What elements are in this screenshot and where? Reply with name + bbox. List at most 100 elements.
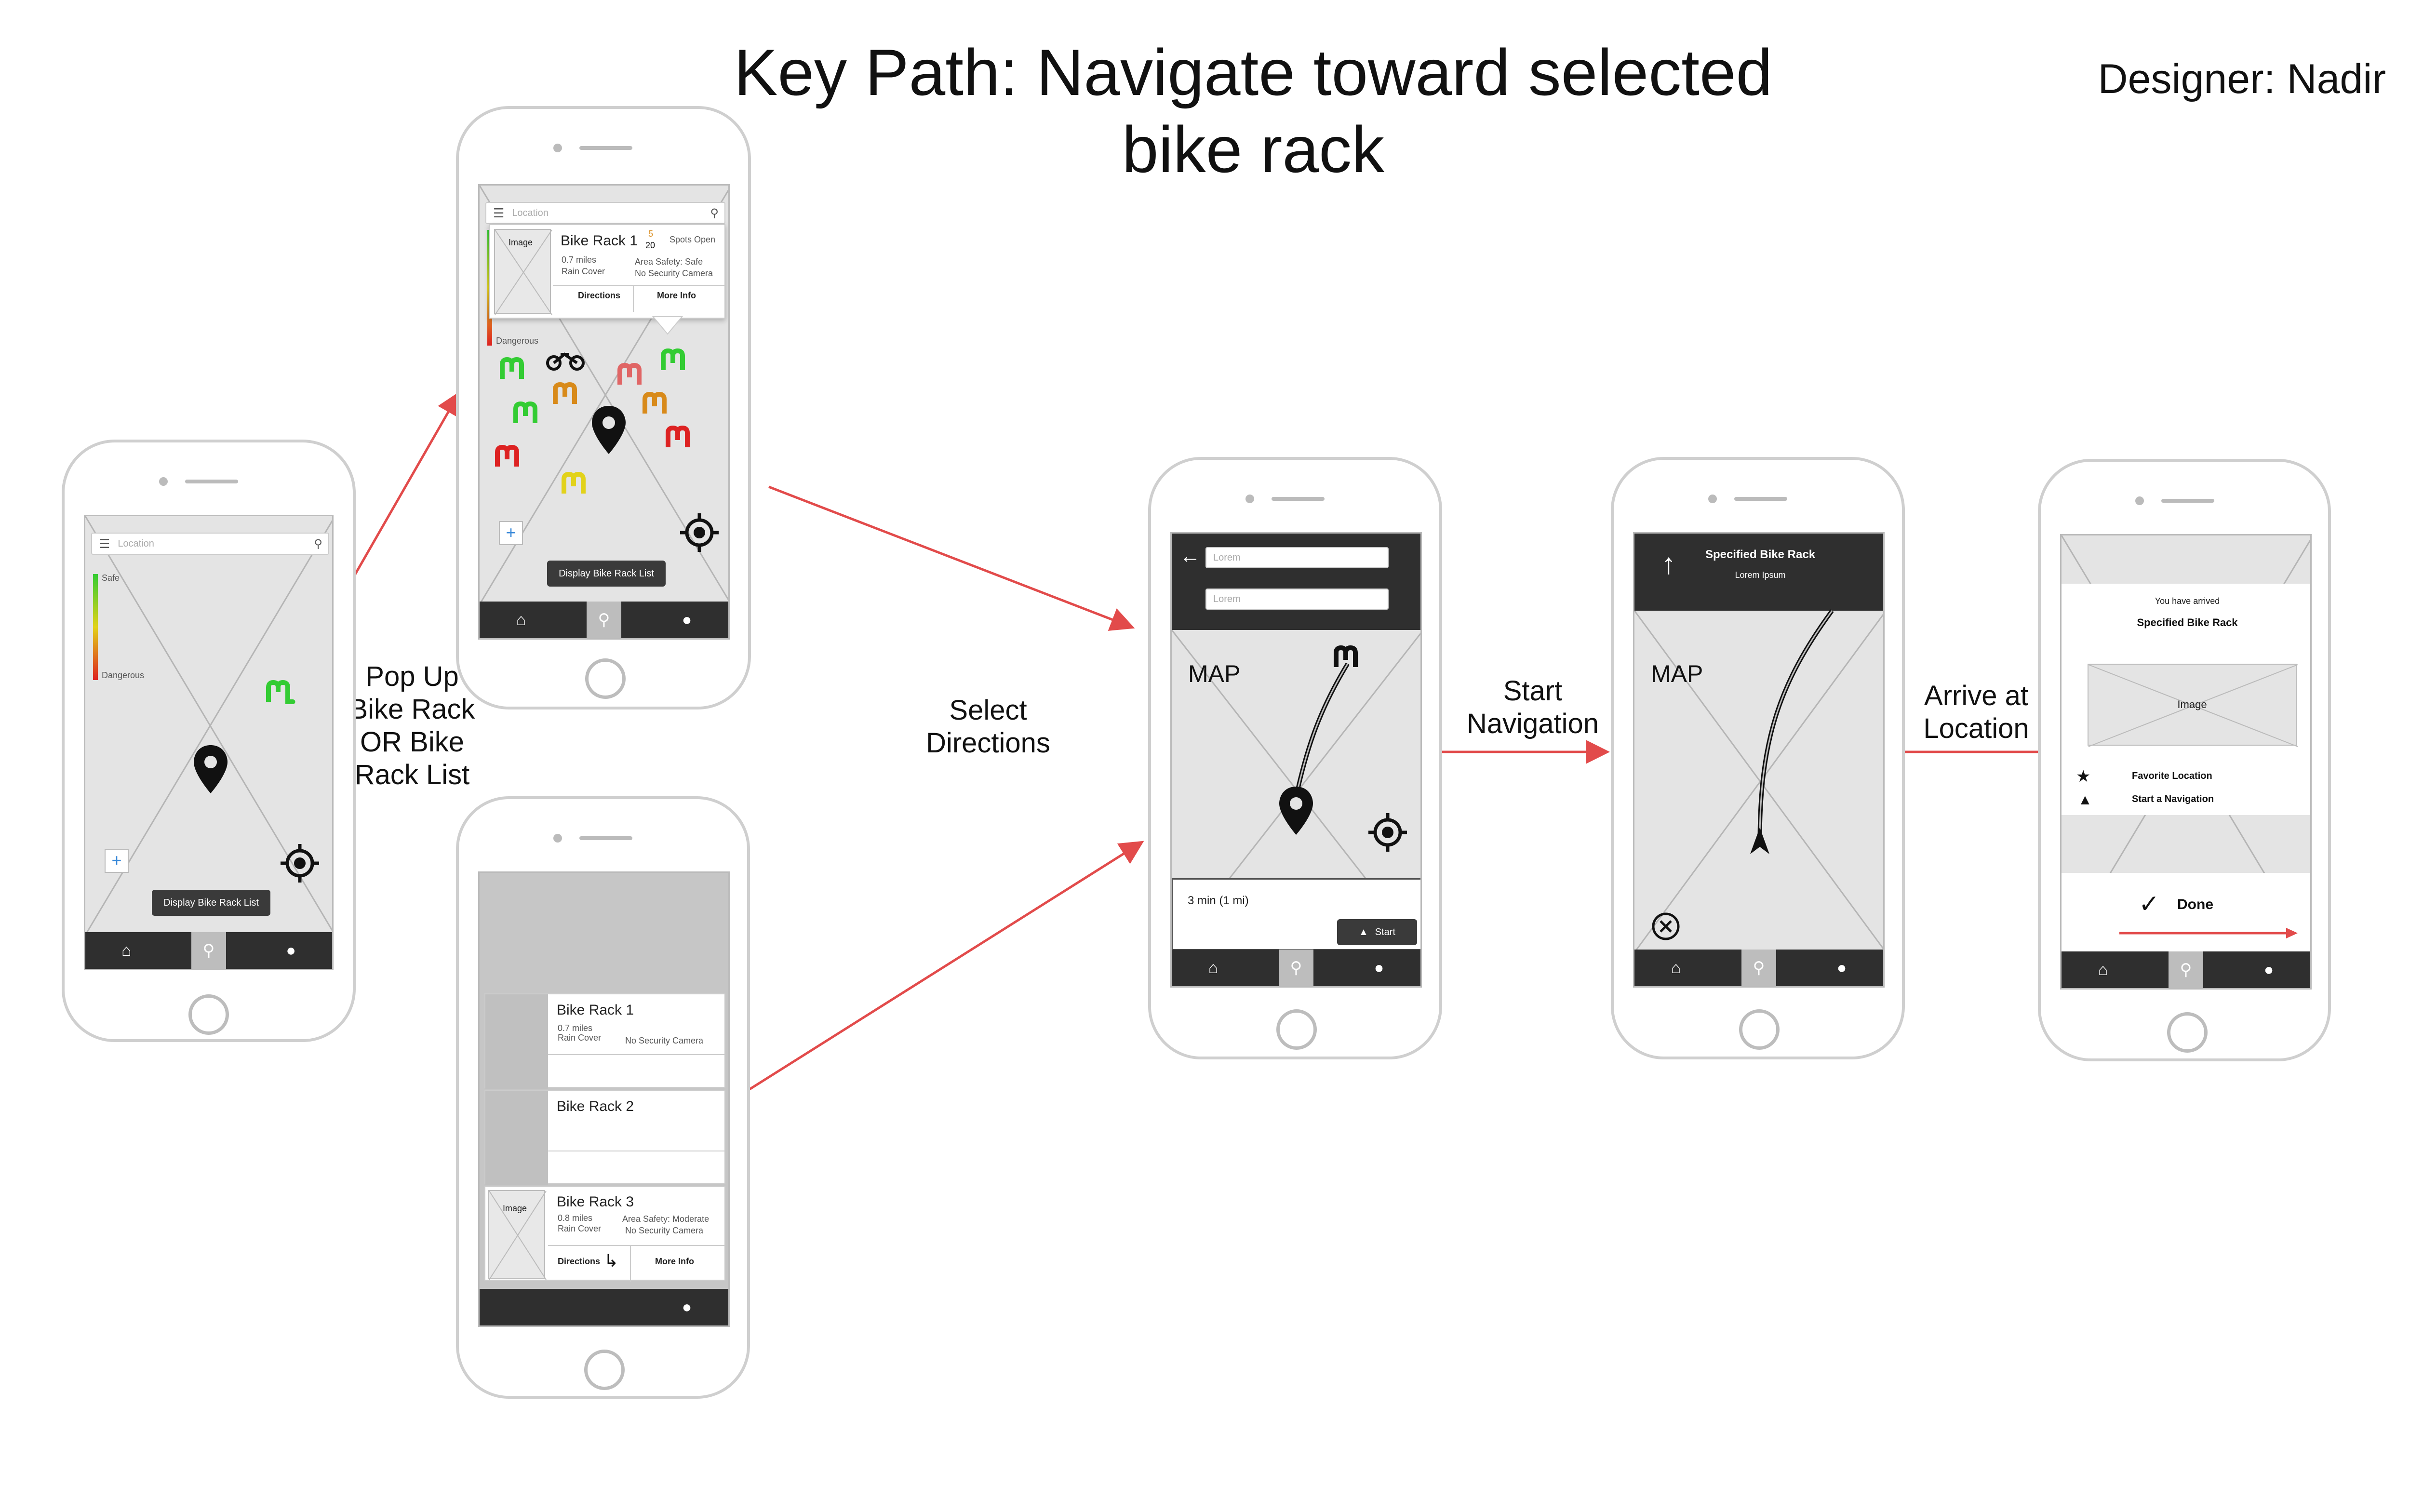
phone-home: ☰ Location ⚲ Safe Dangerous + Display Bi… (62, 440, 356, 1042)
profile-icon[interactable]: ● (1374, 958, 1384, 977)
locate-me-icon[interactable] (680, 513, 719, 552)
back-arrow-icon[interactable]: ← (1179, 544, 1201, 568)
arrived-rack-name: Specified Bike Rack (2137, 616, 2238, 629)
display-list-button[interactable]: Display Bike Rack List (152, 890, 270, 916)
zoom-in-button[interactable]: + (105, 849, 129, 873)
legend-safe: Safe (102, 573, 120, 583)
bike-rack-icon-orange[interactable] (643, 391, 671, 416)
rack-image: Image (494, 229, 552, 315)
direction-up-arrow-icon: ↑ (1661, 548, 1676, 580)
search-icon[interactable]: ⚲ (314, 537, 322, 550)
map-pin-tab-icon[interactable]: ⚲ (191, 932, 226, 969)
location-pin-icon (1279, 787, 1313, 835)
arrived-text: You have arrived (2155, 596, 2220, 606)
bike-rack-icon-green[interactable] (661, 348, 690, 373)
start-button[interactable]: ▲ Start (1337, 919, 1417, 945)
eta-text: 3 min (1 mi) (1188, 894, 1249, 907)
arrow-list-to-directions (749, 841, 1144, 1091)
more-info-button[interactable]: More Info (657, 291, 696, 300)
zoom-in-button[interactable]: + (499, 521, 523, 545)
screen-home: ☰ Location ⚲ Safe Dangerous + Display Bi… (84, 515, 334, 970)
done-arrow (2119, 928, 2298, 938)
distance: 0.7 miles (562, 255, 597, 265)
favorite-location-item[interactable]: ★ Favorite Location (2076, 767, 2212, 786)
bike-rack-icon-green[interactable] (513, 401, 542, 426)
location-pin-icon (194, 745, 228, 793)
locate-me-icon[interactable] (1368, 813, 1407, 852)
search-input[interactable]: ☰ Location ⚲ (485, 202, 725, 224)
map-label: MAP (1188, 660, 1241, 687)
spots-bottom: 20 (645, 241, 656, 250)
bottom-nav: ⌂ ⚲ ● (2062, 951, 2310, 988)
rack2-name: Bike Rack 2 (557, 1098, 634, 1114)
bike-rack-icon[interactable] (1334, 645, 1363, 669)
home-icon[interactable]: ⌂ (1671, 958, 1681, 977)
bike-rack-icon-red[interactable] (495, 444, 524, 469)
label-start-navigation: Start Navigation (1466, 675, 1599, 739)
bike-rack-icon-red[interactable] (666, 425, 695, 450)
display-list-button[interactable]: Display Bike Rack List (547, 561, 666, 587)
from-input[interactable]: Lorem (1205, 547, 1389, 568)
profile-icon[interactable]: ● (682, 610, 692, 629)
eta-panel: 3 min (1 mi) ▲ Start (1172, 878, 1420, 950)
cover: Rain Cover (562, 267, 605, 276)
done-panel (2062, 873, 2310, 955)
map-pin-tab-icon[interactable]: ⚲ (2169, 951, 2203, 988)
profile-icon[interactable]: ● (286, 941, 296, 960)
popup-pointer (652, 316, 683, 335)
done-button[interactable]: ✓ Done (2139, 890, 2213, 918)
map-placeholder-x (1634, 610, 1883, 953)
screen-directions: ← Lorem Lorem MAP 3 min (1 mi) ▲ Start ⌂… (1170, 532, 1422, 988)
turn-arrow-icon: ↳ (604, 1251, 619, 1271)
map-pin-tab-icon[interactable]: ⚲ (1279, 950, 1313, 986)
home-button (188, 994, 229, 1035)
map-pin-tab-icon[interactable]: ⚲ (587, 602, 621, 638)
bike-rack-icon-yellow[interactable] (562, 471, 590, 496)
bike-rack-icon-red[interactable] (617, 362, 646, 387)
directions-button[interactable]: Directions (558, 1257, 601, 1266)
legend-dangerous: Dangerous (102, 670, 145, 680)
home-button (1276, 1009, 1317, 1050)
rack-popup-card[interactable]: Image Bike Rack 1 5 20 Spots Open 0.7 mi… (489, 224, 725, 319)
start-navigation-item[interactable]: ▲ Start a Navigation (2078, 792, 2214, 808)
list-item[interactable]: Bike Rack 2 (484, 1090, 725, 1185)
diagram-title: Key Path: Navigate toward selected bike … (734, 36, 1773, 186)
to-input[interactable]: Lorem (1205, 589, 1389, 610)
home-icon[interactable]: ⌂ (1208, 958, 1218, 977)
arrow-popup-to-directions (768, 485, 1135, 631)
home-icon[interactable]: ⌂ (2098, 960, 2108, 979)
map-pin-tab-icon[interactable]: ⚲ (1741, 950, 1776, 986)
phone-popup: ☰ Location ⚲ Dangerous Image Bike Rack 1… (456, 106, 751, 709)
home-button (585, 658, 626, 699)
directions-button[interactable]: Directions (578, 291, 621, 300)
route-line (1750, 609, 1834, 854)
list-item[interactable]: Image Bike Rack 3 0.8 miles Rain Cover A… (484, 1186, 725, 1282)
bottom-nav: ⌂ ⚲ ● (1634, 950, 1883, 986)
home-button (2167, 1012, 2208, 1053)
rack-image: Image (2088, 664, 2298, 747)
more-info-button[interactable]: More Info (655, 1257, 694, 1266)
profile-icon[interactable]: ● (682, 1298, 692, 1316)
rack3-name: Bike Rack 3 (557, 1194, 634, 1210)
bike-rack-icon-orange[interactable] (553, 382, 582, 406)
checkmark-icon: ✓ (2139, 890, 2160, 918)
bike-rack-icon-green[interactable] (500, 357, 529, 381)
menu-icon[interactable]: ☰ (493, 205, 505, 220)
home-icon[interactable]: ⌂ (516, 610, 526, 629)
profile-icon[interactable]: ● (2263, 960, 2274, 979)
label-popup: Pop Up Bike Rack OR Bike Rack List (349, 661, 475, 790)
motorcycle-icon[interactable] (546, 348, 585, 372)
search-input[interactable]: ☰ Location ⚲ (91, 533, 329, 555)
screen-navigation: ↑ Specified Bike Rack Lorem Ipsum MAP ⌂ … (1633, 532, 1885, 988)
home-icon[interactable]: ⌂ (121, 941, 132, 960)
menu-icon[interactable]: ☰ (99, 536, 110, 551)
phone-navigation: ↑ Specified Bike Rack Lorem Ipsum MAP ⌂ … (1611, 457, 1905, 1059)
nav-subheading: Lorem Ipsum (1735, 570, 1786, 580)
close-icon[interactable] (1649, 910, 1683, 943)
list-item[interactable]: Bike Rack 1 0.7 miles Rain Cover No Secu… (484, 993, 725, 1089)
locate-me-icon[interactable] (281, 844, 319, 883)
safety-legend-bar (93, 574, 98, 680)
bike-rack-icon-green[interactable] (266, 680, 295, 704)
profile-icon[interactable]: ● (1836, 958, 1847, 977)
search-icon[interactable]: ⚲ (710, 206, 719, 220)
